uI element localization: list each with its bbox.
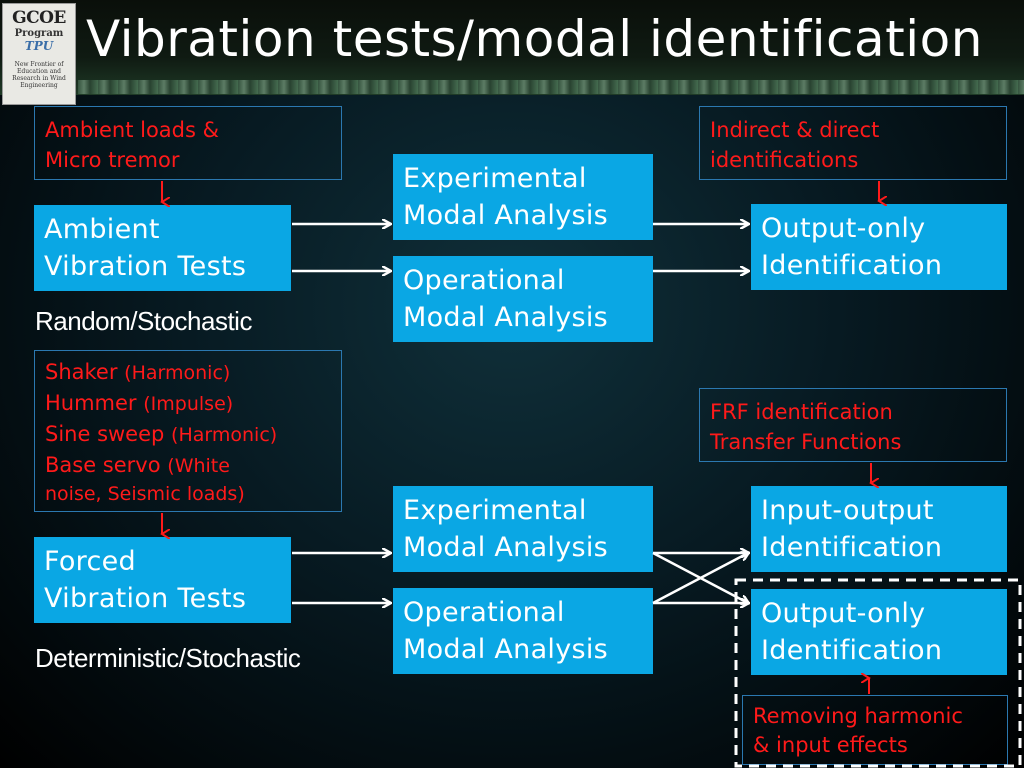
note-line: Indirect & direct: [710, 118, 880, 142]
source-line-hummer: Hummer (Impulse): [45, 388, 331, 419]
top-output-only-identification-box: Output-only Identification: [751, 204, 1007, 290]
box-line: Vibration Tests: [44, 583, 247, 614]
frf-identification-note: FRF identification Transfer Functions: [699, 388, 1007, 462]
dashed-highlight-frame: [734, 578, 1022, 768]
source-name: Sine sweep: [45, 422, 165, 446]
note-line: & input effects: [753, 733, 908, 757]
random-stochastic-caption: Random/Stochastic: [35, 306, 252, 336]
deterministic-stochastic-caption: Deterministic/Stochastic: [35, 643, 301, 673]
source-detail: (White: [167, 455, 230, 477]
note-line: Transfer Functions: [710, 430, 902, 454]
source-line-base-servo: Base servo (White: [45, 450, 331, 481]
box-line: Experimental: [403, 163, 587, 194]
title-strip-decoration: [78, 80, 1024, 94]
note-line: FRF identification: [710, 400, 893, 424]
source-detail: (Impulse): [143, 393, 234, 415]
box-line: Output-only: [761, 598, 926, 629]
source-name: Shaker: [45, 360, 118, 384]
forced-vibration-tests-box: Forced Vibration Tests: [34, 537, 291, 623]
box-line: Output-only: [761, 213, 926, 244]
box-line: Modal Analysis: [403, 302, 609, 333]
ambient-vibration-tests-box: Ambient Vibration Tests: [34, 205, 291, 291]
box-line: Identification: [761, 532, 943, 563]
box-line: Identification: [761, 635, 943, 666]
box-line: Modal Analysis: [403, 532, 609, 563]
note-line: Removing harmonic: [753, 704, 963, 728]
box-line: Forced: [44, 546, 136, 577]
source-line-sine-sweep: Sine sweep (Harmonic): [45, 419, 331, 450]
source-line-shaker: Shaker (Harmonic): [45, 357, 331, 388]
box-line: Modal Analysis: [403, 634, 609, 665]
gcoe-logo: GCOE Program TPU New Frontier of Educati…: [2, 3, 76, 105]
source-detail: (Harmonic): [124, 362, 231, 384]
ambient-loads-note: Ambient loads & Micro tremor: [34, 106, 342, 180]
note-line: Micro tremor: [45, 148, 180, 172]
note-line: Ambient loads &: [45, 118, 219, 142]
box-line: Identification: [761, 250, 943, 281]
title-bar: [0, 0, 1024, 95]
excitation-sources-note: Shaker (Harmonic) Hummer (Impulse) Sine …: [34, 350, 342, 512]
source-name: Hummer: [45, 391, 137, 415]
source-detail: (Harmonic): [171, 424, 278, 446]
box-line: Operational: [403, 265, 565, 296]
logo-line-1: GCOE: [12, 8, 66, 28]
bottom-output-only-identification-box: Output-only Identification: [751, 589, 1007, 675]
box-line: Input-output: [761, 495, 934, 526]
logo-line-2: Program: [14, 28, 64, 39]
input-output-identification-box: Input-output Identification: [751, 486, 1007, 572]
box-line: Modal Analysis: [403, 200, 609, 231]
box-line: Operational: [403, 597, 565, 628]
box-line: Vibration Tests: [44, 251, 247, 282]
logo-line-4: New Frontier of Education and Research i…: [12, 61, 66, 89]
source-line-continuation: noise, Seismic loads): [45, 483, 245, 505]
bottom-operational-modal-analysis-box: Operational Modal Analysis: [393, 588, 653, 674]
top-experimental-modal-analysis-box: Experimental Modal Analysis: [393, 154, 653, 240]
box-line: Experimental: [403, 495, 587, 526]
arrow-oma-to-io: [652, 553, 748, 605]
note-line: identifications: [710, 148, 859, 172]
top-operational-modal-analysis-box: Operational Modal Analysis: [393, 256, 653, 342]
source-name: Base servo: [45, 453, 161, 477]
page-title: Vibration tests/modal identification: [86, 10, 983, 68]
box-line: Ambient: [44, 214, 160, 245]
indirect-direct-note: Indirect & direct identifications: [699, 106, 1007, 180]
logo-line-3: TPU: [24, 39, 54, 53]
bottom-experimental-modal-analysis-box: Experimental Modal Analysis: [393, 486, 653, 572]
